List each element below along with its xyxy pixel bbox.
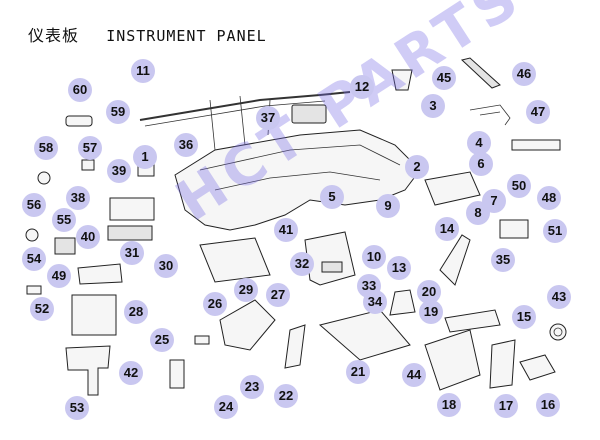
callout-45: 45 bbox=[432, 66, 456, 90]
armrest-15 bbox=[444, 309, 501, 333]
strip-48 bbox=[511, 139, 561, 151]
callout-34: 34 bbox=[363, 290, 387, 314]
callout-28: 28 bbox=[124, 300, 148, 324]
callout-17: 17 bbox=[494, 394, 518, 418]
lower-panel-30 bbox=[199, 237, 271, 283]
callout-58: 58 bbox=[34, 136, 58, 160]
callout-14: 14 bbox=[435, 217, 459, 241]
dashboard-contour bbox=[199, 144, 401, 171]
bracket-47 bbox=[469, 104, 511, 126]
callout-6: 6 bbox=[469, 152, 493, 176]
callout-19: 19 bbox=[419, 300, 443, 324]
callout-27: 27 bbox=[266, 283, 290, 307]
callout-44: 44 bbox=[402, 363, 426, 387]
callout-21: 21 bbox=[346, 360, 370, 384]
knee-panel-24 bbox=[219, 299, 276, 351]
callout-15: 15 bbox=[512, 305, 536, 329]
part-25 bbox=[194, 335, 210, 345]
part-54 bbox=[26, 285, 42, 295]
part-40 bbox=[107, 225, 153, 241]
callout-18: 18 bbox=[437, 393, 461, 417]
callout-3: 3 bbox=[421, 94, 445, 118]
bracket-46 bbox=[460, 57, 501, 89]
callout-48: 48 bbox=[537, 186, 561, 210]
part-53 bbox=[65, 345, 111, 396]
callout-31: 31 bbox=[120, 241, 144, 265]
callout-39: 39 bbox=[107, 159, 131, 183]
callout-29: 29 bbox=[234, 278, 258, 302]
callout-2: 2 bbox=[405, 155, 429, 179]
callout-55: 55 bbox=[52, 208, 76, 232]
callout-37: 37 bbox=[256, 106, 280, 130]
part-20 bbox=[389, 289, 416, 316]
part-17 bbox=[489, 339, 516, 389]
callout-16: 16 bbox=[536, 393, 560, 417]
callout-36: 36 bbox=[174, 133, 198, 157]
callout-4: 4 bbox=[467, 131, 491, 155]
callout-8: 8 bbox=[466, 201, 490, 225]
callout-52: 52 bbox=[30, 297, 54, 321]
part-56 bbox=[25, 228, 39, 242]
console-21 bbox=[318, 309, 411, 361]
callout-25: 25 bbox=[150, 328, 174, 352]
dashboard-body bbox=[174, 129, 421, 231]
callout-9: 9 bbox=[376, 194, 400, 218]
part-57 bbox=[81, 159, 95, 171]
diagram-title: 仪表板 INSTRUMENT PANEL bbox=[28, 22, 267, 46]
callout-5: 5 bbox=[320, 185, 344, 209]
callout-30: 30 bbox=[154, 254, 178, 278]
callout-57: 57 bbox=[78, 136, 102, 160]
part-58 bbox=[37, 171, 51, 185]
console-rear-18 bbox=[424, 329, 481, 391]
part-38 bbox=[109, 197, 155, 221]
glove-box-50 bbox=[424, 171, 481, 206]
callout-40: 40 bbox=[76, 225, 100, 249]
side-trim-22 bbox=[284, 324, 306, 369]
part-49 bbox=[77, 263, 123, 285]
callout-59: 59 bbox=[106, 100, 130, 124]
callout-50: 50 bbox=[507, 174, 531, 198]
callout-20: 20 bbox=[417, 280, 441, 304]
callout-51: 51 bbox=[543, 219, 567, 243]
part-52 bbox=[71, 294, 117, 336]
callout-47: 47 bbox=[526, 100, 550, 124]
part-16 bbox=[519, 354, 556, 381]
callout-56: 56 bbox=[22, 193, 46, 217]
part-55 bbox=[54, 237, 76, 255]
callout-1: 1 bbox=[133, 145, 157, 169]
panel-51 bbox=[499, 219, 529, 239]
callout-49: 49 bbox=[47, 264, 71, 288]
callout-11: 11 bbox=[131, 59, 155, 83]
callout-46: 46 bbox=[512, 62, 536, 86]
callout-41: 41 bbox=[274, 218, 298, 242]
ring-43 bbox=[549, 323, 567, 341]
callout-26: 26 bbox=[203, 292, 227, 316]
callout-24: 24 bbox=[214, 395, 238, 419]
callout-42: 42 bbox=[119, 361, 143, 385]
cross-car-beam bbox=[139, 91, 351, 121]
callout-54: 54 bbox=[22, 247, 46, 271]
callout-13: 13 bbox=[387, 256, 411, 280]
title-chinese: 仪表板 bbox=[28, 26, 80, 45]
callout-53: 53 bbox=[65, 396, 89, 420]
callout-10: 10 bbox=[362, 245, 386, 269]
callout-35: 35 bbox=[491, 248, 515, 272]
part-60 bbox=[65, 115, 93, 127]
callout-60: 60 bbox=[68, 78, 92, 102]
callout-38: 38 bbox=[66, 186, 90, 210]
callout-43: 43 bbox=[547, 285, 571, 309]
cover-45 bbox=[391, 69, 413, 91]
part-42 bbox=[169, 359, 185, 389]
title-english: INSTRUMENT PANEL bbox=[106, 27, 267, 45]
callout-23: 23 bbox=[240, 375, 264, 399]
trim-35 bbox=[439, 234, 471, 286]
callout-12: 12 bbox=[350, 75, 374, 99]
callout-32: 32 bbox=[290, 252, 314, 276]
callout-22: 22 bbox=[274, 384, 298, 408]
vent-37 bbox=[291, 104, 327, 124]
